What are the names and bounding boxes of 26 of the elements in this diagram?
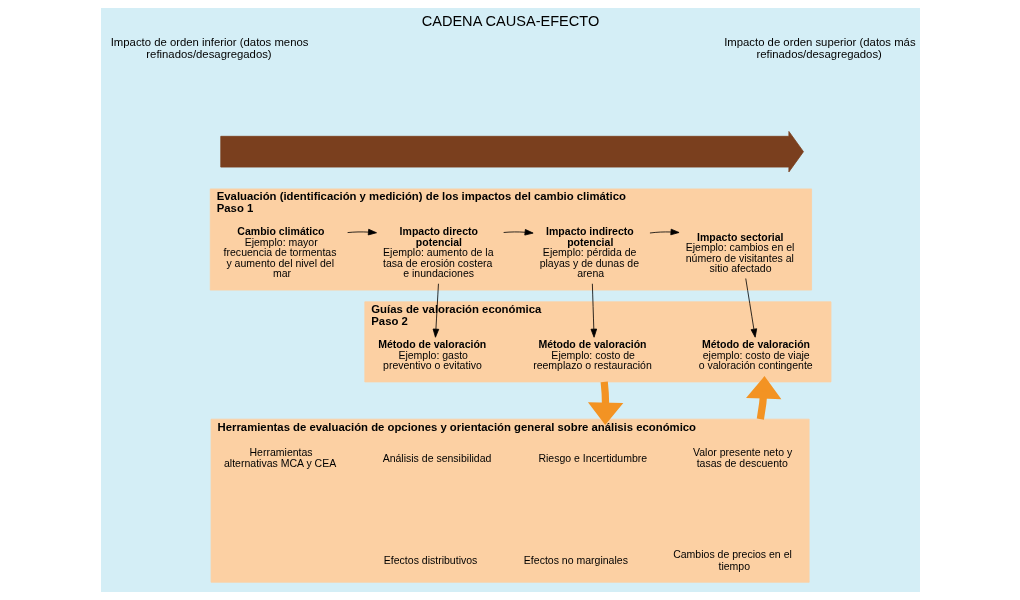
node-text: Valor presente neto y tasas de descuento xyxy=(692,445,792,470)
arrow xyxy=(590,283,597,338)
node-text: Efectos distributivos xyxy=(383,553,477,566)
node-text: Método de valoración Ejemplo: costo de reemplazo o restauración xyxy=(532,338,652,372)
arrow xyxy=(745,376,781,420)
arrow xyxy=(744,278,757,338)
node-text: Efectos no marginales xyxy=(523,553,628,566)
arrow xyxy=(432,283,439,338)
label: Impacto de orden superior (datos más refinados/desagregados) xyxy=(723,36,916,61)
node-text: Método de valoración ejemplo: costo de viaje o valoración contingente xyxy=(698,338,813,372)
arrow xyxy=(346,228,377,236)
arrow xyxy=(649,228,679,236)
arrow xyxy=(502,229,534,236)
node-text: Cambios de precios en el tiempo xyxy=(672,548,792,572)
arrow xyxy=(587,381,623,426)
diagram-title: CADENA CAUSA-EFECTO xyxy=(421,13,599,30)
node-text: Impacto sectorial Ejemplo: cambios en el número de visitantes al sitio afectado xyxy=(685,230,794,275)
node-text: Riesgo e Incertidumbre xyxy=(537,451,647,464)
node-arrow xyxy=(219,131,804,173)
node-text: Impacto directo potencial Ejemplo: aumento de la tasa de erosión costera e inundaciones xyxy=(382,225,494,280)
label: Impacto de orden inferior (datos menos refinados/desagregados) xyxy=(110,36,308,61)
node-text: Cambio climático Ejemplo: mayor frecuencia de tormentas y aumento del nivel del mar xyxy=(223,225,336,280)
node-text: Análisis de sensibilidad xyxy=(382,451,491,464)
node-text: Herramientas alternativas MCA y CEA xyxy=(223,445,336,470)
node-text: Impacto indirecto potencial Ejemplo: pérdida de playas y de dunas de arena xyxy=(539,225,639,280)
node-text: Método de valoración Ejemplo: gasto preventivo o evitativo xyxy=(377,338,486,372)
